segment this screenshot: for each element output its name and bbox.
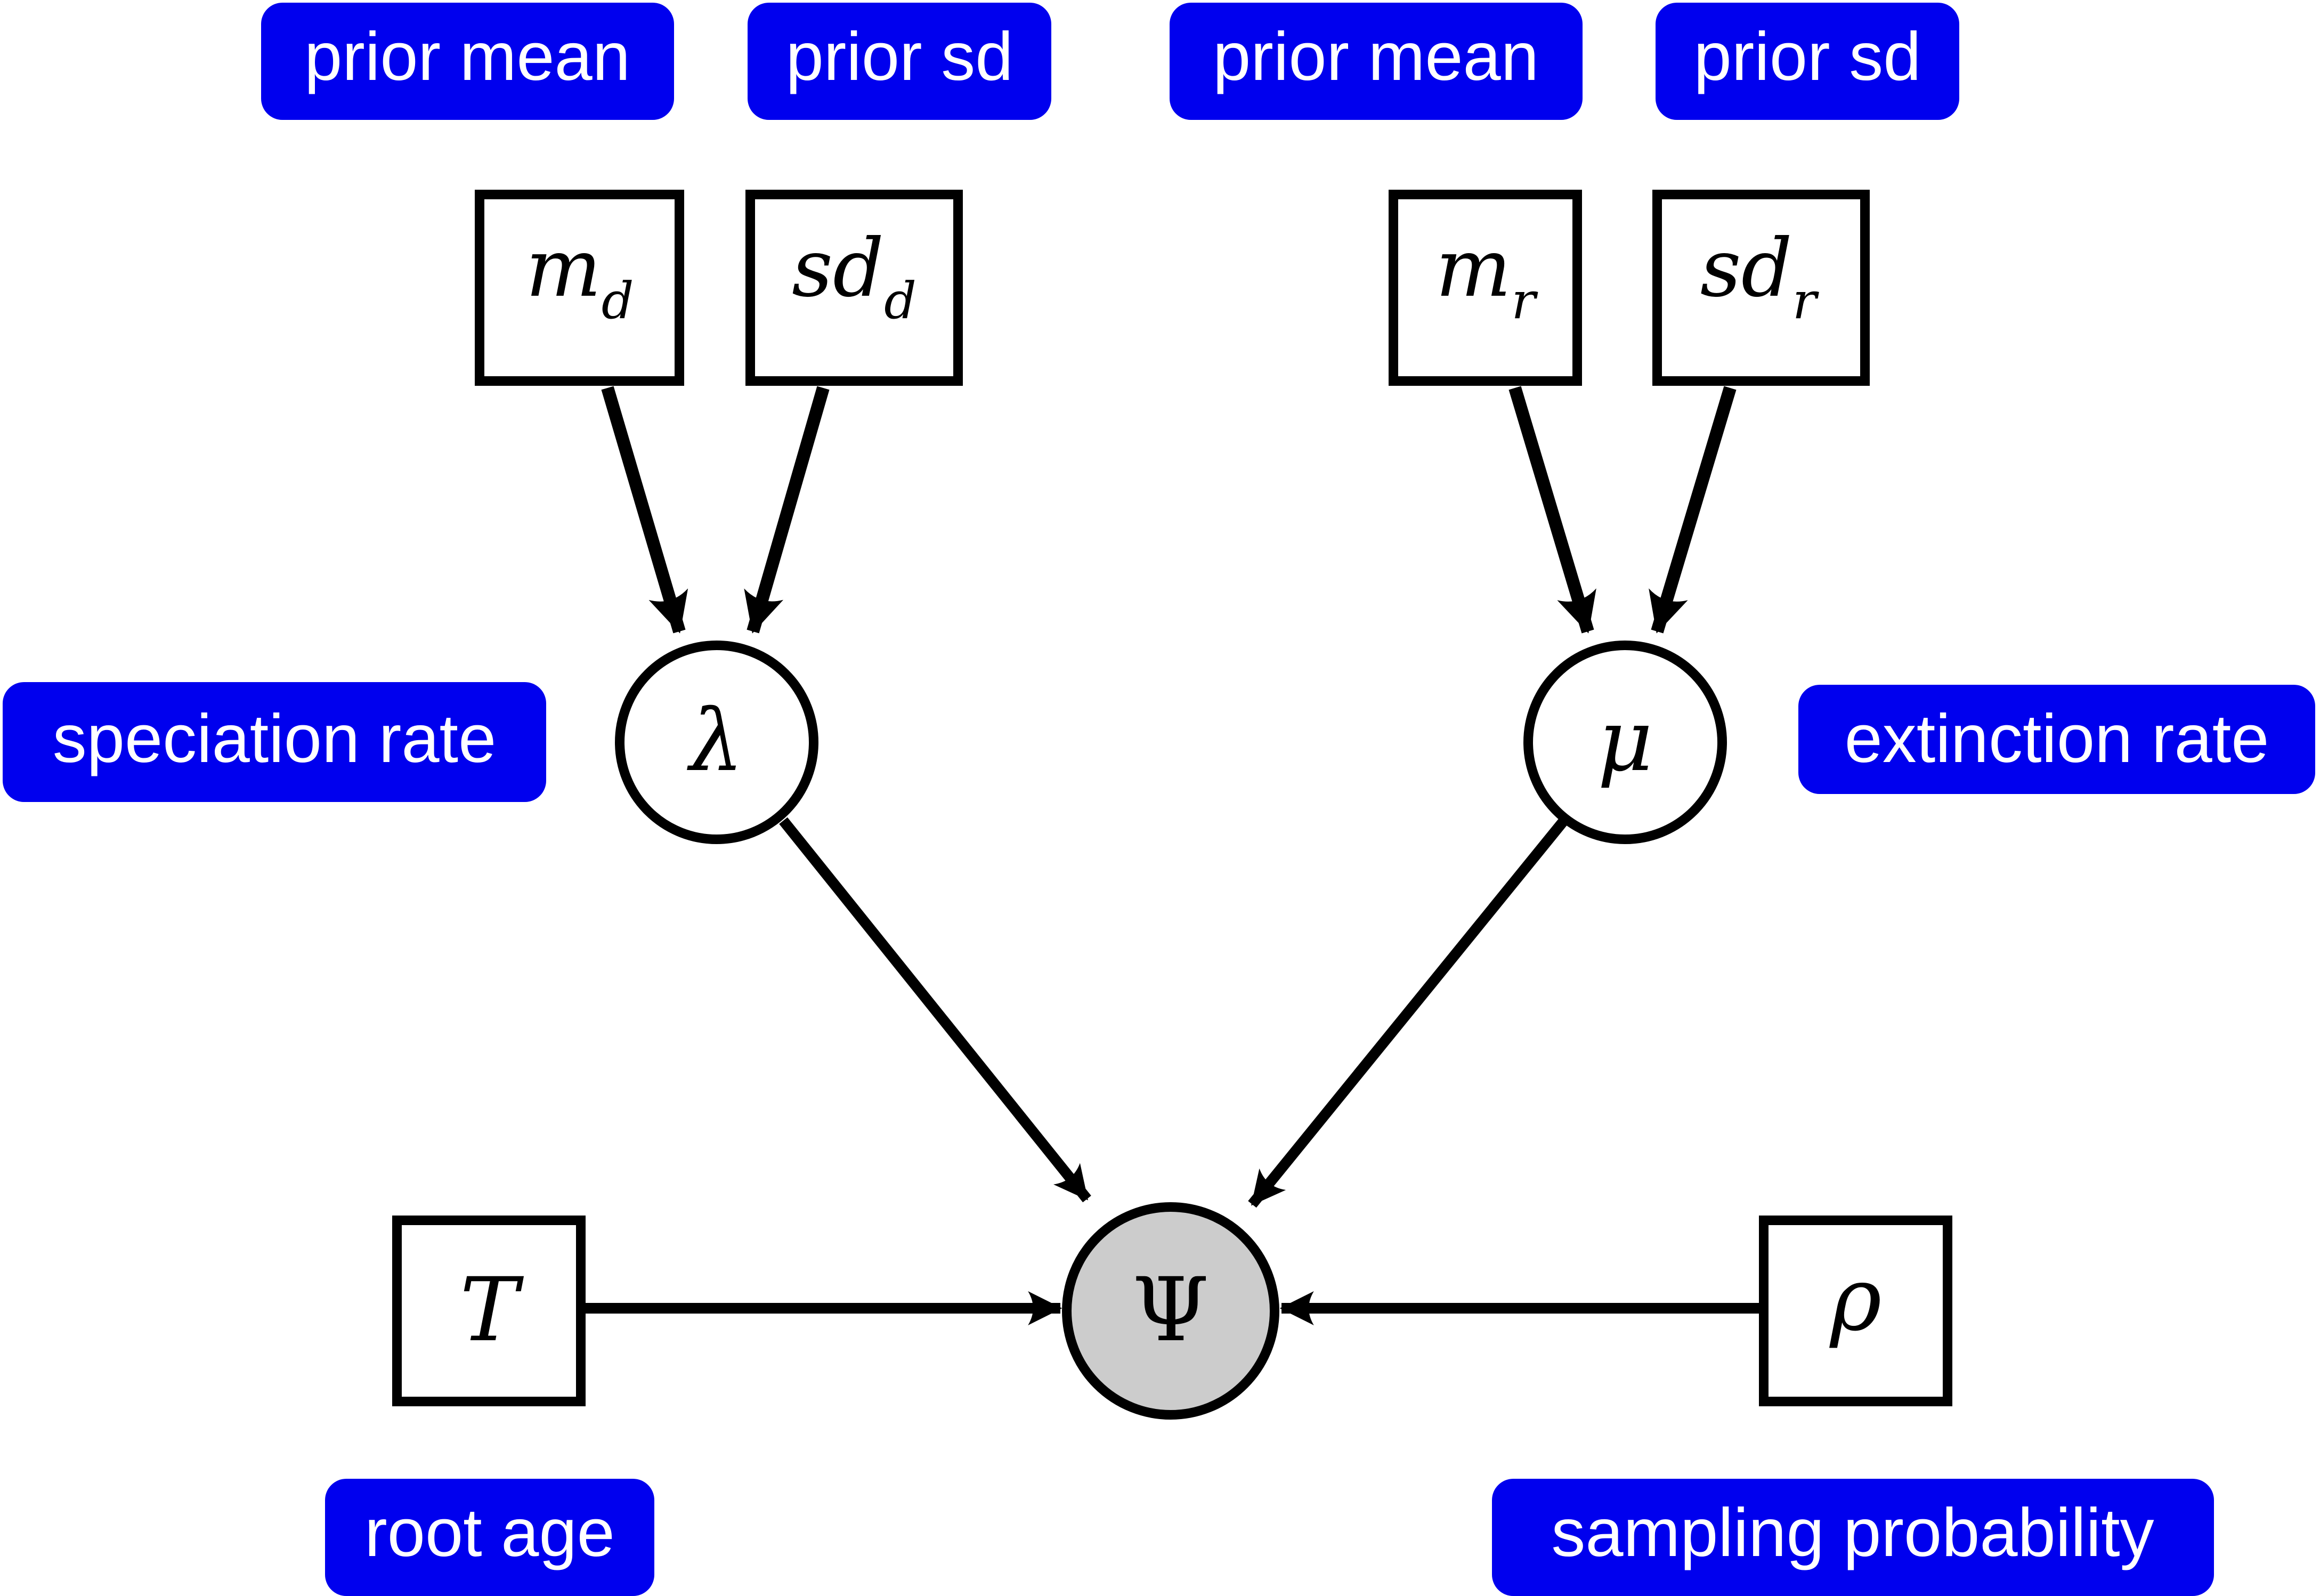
node-m-d: md [475, 190, 684, 386]
label-root-age: root age [325, 1479, 654, 1596]
label-root-age-text: root age [364, 1495, 615, 1571]
node-rho: ρ [1759, 1216, 1952, 1406]
edge-mu-to-psi [1248, 817, 1568, 1208]
label-extinction-rate-text: extinction rate [1845, 701, 2269, 777]
label-prior-mean-left-text: prior mean [304, 19, 630, 95]
label-prior-sd-left-text: prior sd [786, 19, 1013, 95]
node-sd-d-subscript: d [884, 272, 916, 330]
svg-text:sdd: sdd [792, 222, 916, 330]
node-sd-d: sdd [745, 190, 963, 386]
label-prior-mean-right: prior mean [1170, 3, 1583, 120]
node-m-d-symbol: m [525, 222, 601, 315]
label-prior-mean-right-text: prior mean [1213, 19, 1539, 95]
node-sd-r-symbol: sd [1700, 222, 1792, 315]
node-psi-symbol: Ψ [1132, 1259, 1210, 1361]
label-speciation-rate: speciation rate [3, 682, 546, 802]
node-m-r-subscript: r [1511, 272, 1538, 330]
label-prior-sd-right: prior sd [1656, 3, 1959, 120]
node-psi: Ψ [1062, 1202, 1279, 1420]
node-mu-symbol: μ [1597, 691, 1653, 790]
node-m-r-symbol: m [1435, 222, 1511, 315]
node-m-r: mr [1389, 190, 1582, 386]
edge-mr-to-mu [1508, 386, 1596, 634]
node-lambda-symbol: λ [686, 691, 743, 790]
label-sampling-probability-text: sampling probability [1551, 1495, 2154, 1571]
edges [585, 386, 1761, 1326]
label-extinction-rate: extinction rate [1798, 685, 2315, 794]
label-speciation-rate-text: speciation rate [53, 701, 497, 777]
svg-text:md: md [525, 222, 634, 330]
node-sd-d-symbol: sd [792, 222, 884, 315]
node-m-d-subscript: d [602, 272, 634, 330]
node-lambda: λ [615, 641, 818, 844]
node-mu: μ [1523, 641, 1727, 844]
svg-text:sdr: sdr [1700, 222, 1820, 330]
label-prior-mean-left: prior mean [261, 3, 674, 120]
node-sd-r: sdr [1652, 190, 1870, 386]
edge-sdd-to-lambda [744, 386, 830, 634]
node-T-symbol: T [460, 1259, 524, 1361]
node-T: T [392, 1216, 586, 1406]
edge-sdr-to-mu [1649, 386, 1737, 634]
edge-lambda-to-psi [779, 817, 1091, 1203]
svg-text:mr: mr [1435, 222, 1538, 330]
label-prior-sd-left: prior sd [748, 3, 1051, 120]
edge-md-to-lambda [601, 386, 688, 634]
node-sd-r-subscript: r [1792, 272, 1820, 330]
label-sampling-probability: sampling probability [1492, 1479, 2214, 1596]
node-rho-symbol: ρ [1829, 1248, 1881, 1350]
label-prior-sd-right-text: prior sd [1694, 19, 1921, 95]
